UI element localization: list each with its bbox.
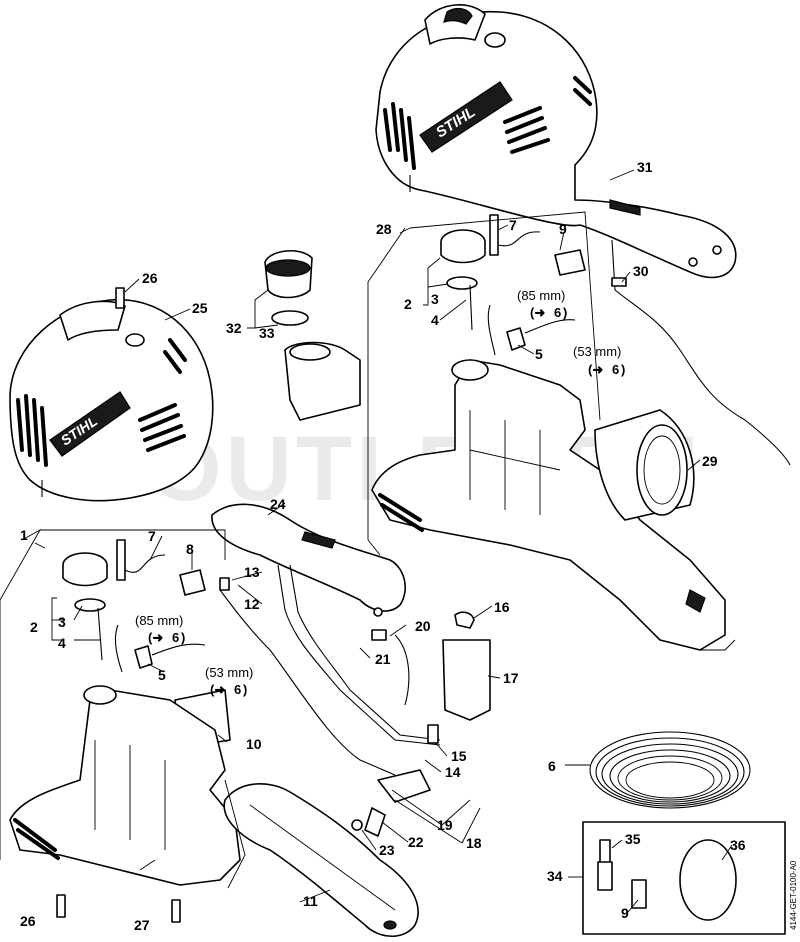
- hose-notes: (85 mm) (➜ 6 ) (53 mm) (➜ 6 ) (85 mm) (➜…: [135, 288, 625, 697]
- callout-21: 21: [375, 651, 391, 667]
- callout-4-lower: 4: [58, 635, 66, 651]
- note-hose-85-lower: (85 mm): [135, 613, 183, 628]
- drawing-code: 4144-GET-0100-A0: [789, 860, 798, 930]
- note-ref-6-d: 6: [612, 362, 619, 377]
- note-ref-6-c: 6: [554, 305, 561, 320]
- note-arrow-upper-1: (➜: [530, 305, 545, 320]
- note-close-c: ): [563, 305, 567, 320]
- assembly-outline-28: [367, 211, 736, 651]
- leader-lines: [34, 169, 733, 913]
- callout-24: 24: [270, 496, 286, 512]
- wiring: [219, 564, 491, 837]
- callout-36: 36: [730, 837, 746, 853]
- callout-26-lower: 26: [20, 913, 36, 929]
- callout-25: 25: [192, 300, 208, 316]
- callout-31: 31: [637, 159, 653, 175]
- callout-13: 13: [244, 564, 260, 580]
- fuel-line-coil: [589, 731, 751, 809]
- callout-2-lower: 2: [30, 619, 38, 635]
- note-hose-53-upper: (53 mm): [573, 344, 621, 359]
- callout-6: 6: [548, 758, 556, 774]
- callout-4-upper: 4: [431, 312, 439, 328]
- callout-29: 29: [702, 453, 718, 469]
- callout-9-upper: 9: [559, 221, 567, 237]
- callout-28: 28: [376, 221, 392, 237]
- service-kit-box: [582, 821, 786, 935]
- callout-32: 32: [226, 320, 242, 336]
- callout-labels: 1 2 3 4 5 7 8 10 11 12 13 14 15 16 17 18…: [20, 159, 746, 933]
- callout-35: 35: [625, 831, 641, 847]
- callout-19: 19: [437, 817, 453, 833]
- callout-10: 10: [246, 736, 262, 752]
- handle-housing: [211, 503, 419, 937]
- callout-30: 30: [633, 263, 649, 279]
- assembly-outline-1: [0, 528, 246, 889]
- callout-14: 14: [445, 764, 461, 780]
- callout-9-box: 9: [621, 905, 629, 921]
- callout-33: 33: [259, 325, 275, 341]
- callout-11: 11: [303, 893, 318, 909]
- callout-5-lower: 5: [158, 667, 166, 683]
- callout-3-upper: 3: [431, 291, 439, 307]
- callout-18: 18: [466, 835, 482, 851]
- note-ref-6-a: 6: [172, 630, 179, 645]
- engine-shroud-25: STIHL: [9, 298, 214, 502]
- note-arrow-lower-2: (➜: [210, 682, 225, 697]
- callout-7-lower: 7: [148, 528, 156, 544]
- callout-15: 15: [451, 748, 467, 764]
- callout-23: 23: [379, 842, 395, 858]
- callout-2-upper: 2: [404, 296, 412, 312]
- fuel-tank-housing-upper: [371, 214, 791, 651]
- screws: [56, 287, 181, 923]
- callout-26-upper: 26: [142, 270, 158, 286]
- callout-34: 34: [547, 868, 563, 884]
- callout-7-upper: 7: [509, 217, 517, 233]
- callout-12: 12: [244, 596, 260, 612]
- engine-shroud-31: STIHL: [375, 4, 737, 279]
- tank-cap-assembly: [264, 250, 361, 421]
- note-close-d: ): [621, 362, 625, 377]
- fuel-tank-housing-lower: [9, 539, 241, 886]
- note-arrow-lower-1: (➜: [148, 630, 163, 645]
- callout-22: 22: [408, 834, 424, 850]
- note-arrow-upper-2: (➜: [588, 362, 603, 377]
- note-hose-53-lower: (53 mm): [205, 665, 253, 680]
- callout-3-lower: 3: [58, 614, 66, 630]
- callout-1: 1: [20, 527, 28, 543]
- callout-8: 8: [186, 541, 194, 557]
- callout-5-upper: 5: [535, 346, 543, 362]
- note-hose-85-upper: (85 mm): [517, 288, 565, 303]
- note-ref-6-b: 6: [234, 682, 241, 697]
- note-close-b: ): [243, 682, 247, 697]
- callout-20: 20: [415, 618, 431, 634]
- callout-16: 16: [494, 599, 510, 615]
- callout-17: 17: [503, 670, 519, 686]
- note-close-a: ): [181, 630, 185, 645]
- callout-27: 27: [134, 917, 150, 933]
